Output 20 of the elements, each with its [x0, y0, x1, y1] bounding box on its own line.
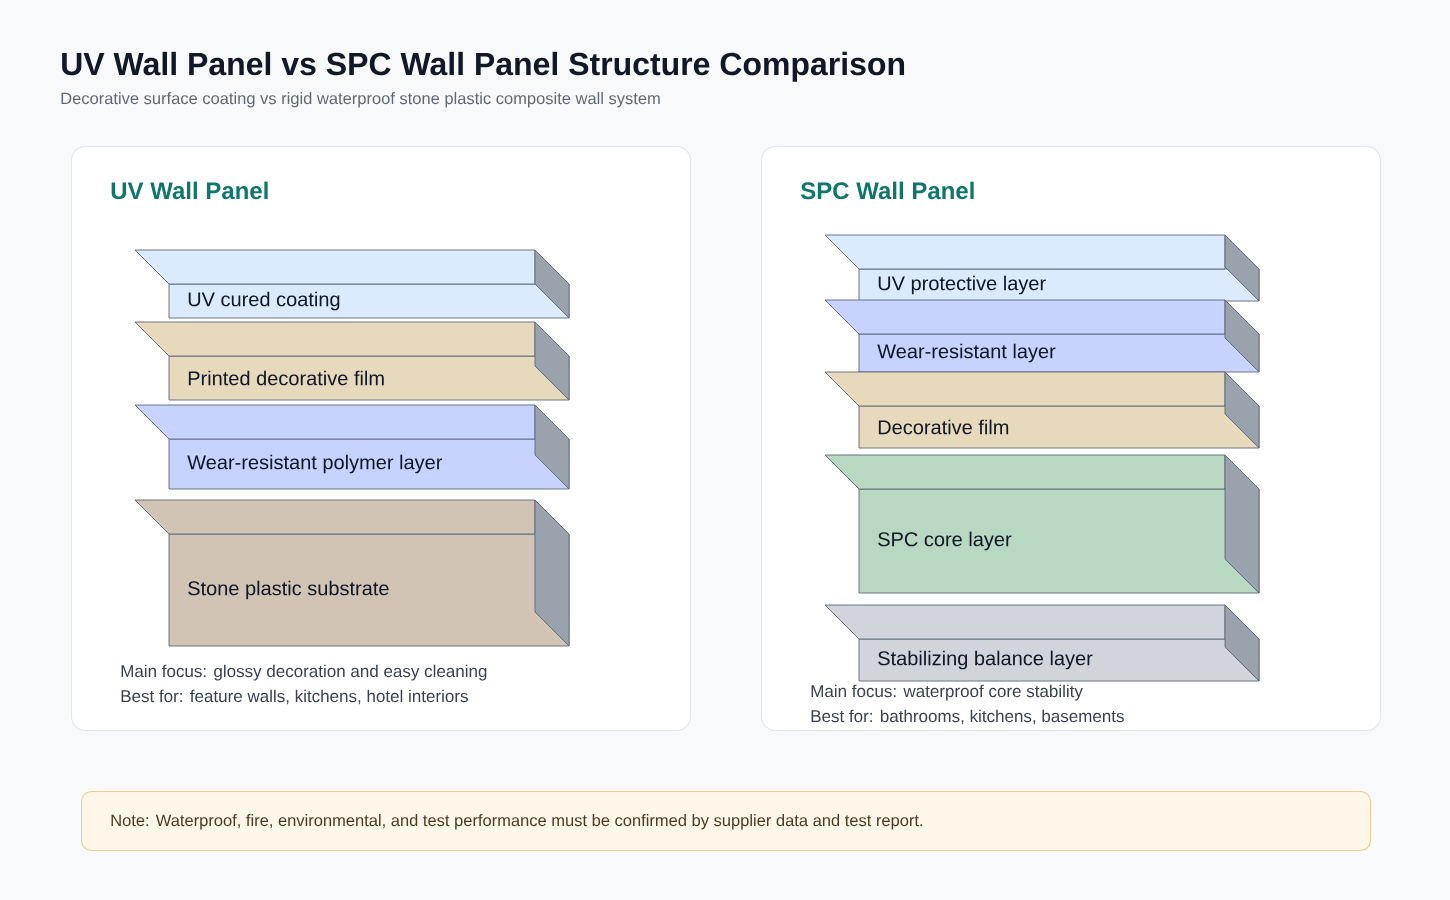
description-text: Main focus: glossy decoration and easy cleaning: [121, 664, 487, 681]
layer-block: Wear-resistant layer: [824, 299, 1260, 373]
description-text: Main focus: waterproof core stability: [811, 684, 1083, 701]
layer-block: Decorative film: [824, 371, 1260, 449]
description-text: Best for: feature walls, kitchens, hotel interiors: [121, 689, 468, 705]
title: UV Wall Panel vs SPC Wall Panel Structure Comparison: [62, 51, 905, 82]
subtitle: Decorative surface coating vs rigid waterproof stone plastic composite wall system: [61, 92, 660, 108]
layer-block: UV cured coating: [134, 249, 570, 319]
layer-block: SPC core layer: [824, 454, 1260, 594]
layer-block: Stabilizing balance layer: [824, 604, 1260, 682]
card-heading: UV Wall Panel: [111, 181, 268, 200]
layer-block: Stone plastic substrate: [134, 499, 570, 647]
layer-block: Printed decorative film: [134, 321, 570, 401]
layer-block: UV protective layer: [824, 234, 1260, 302]
description-text: Best for: bathrooms, kitchens, basements: [811, 709, 1124, 725]
note-box: Note: Waterproof, fire, environmental, and test performance must be confirmed by supplier data and test report.: [81, 791, 1371, 851]
node-label: UV protective layer: [878, 275, 1046, 295]
node-label: UV cured coating: [188, 291, 340, 311]
layer-block: Wear-resistant polymer layer: [134, 404, 570, 490]
card-heading: SPC Wall Panel: [800, 181, 974, 200]
